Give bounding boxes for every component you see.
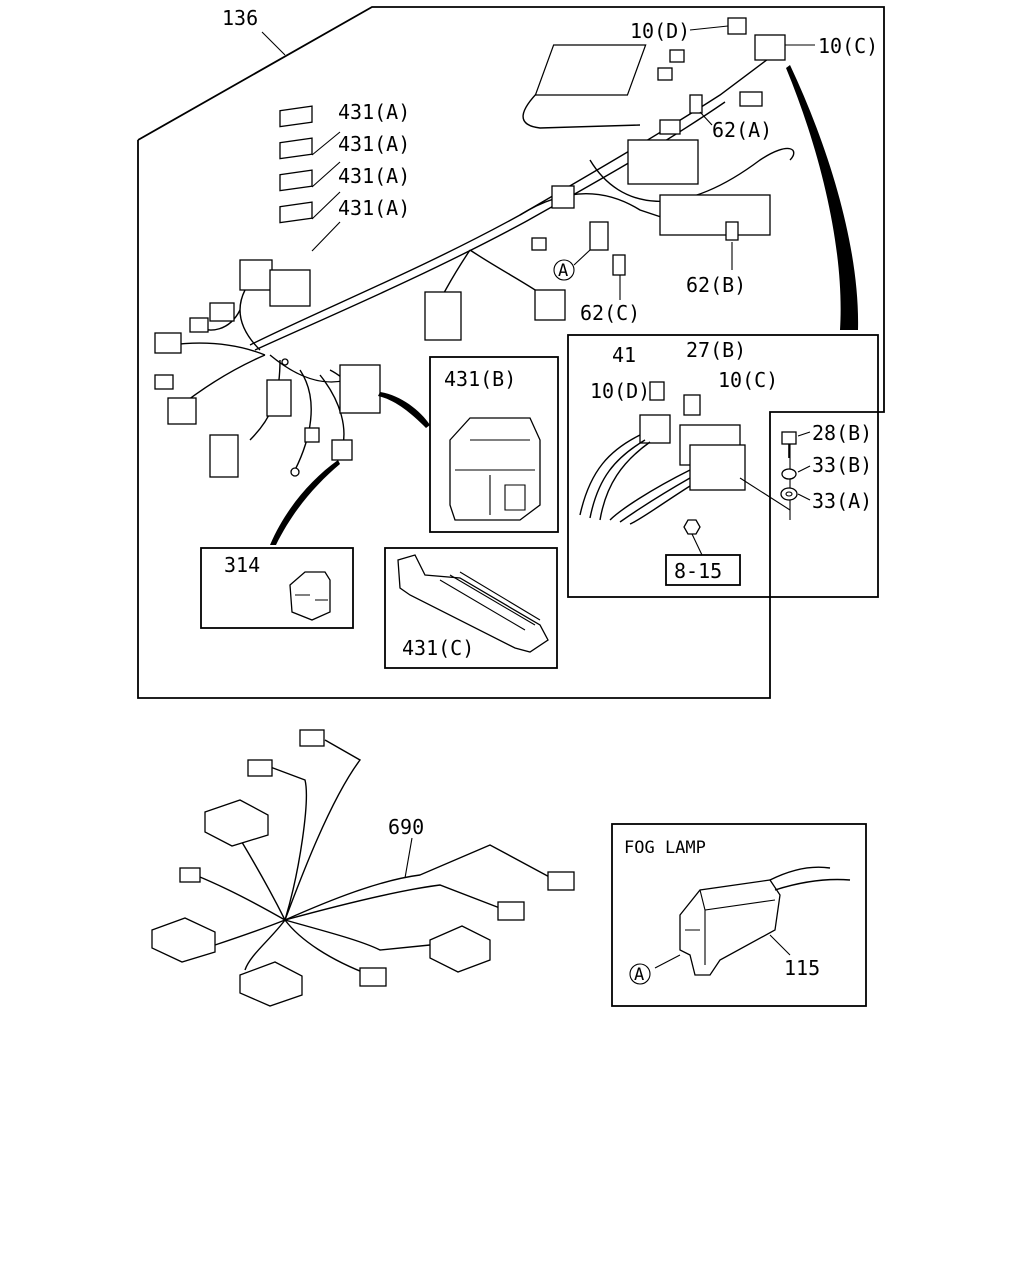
connectors-431a (279, 105, 341, 252)
label-10c-detail: 10(C) (718, 368, 778, 392)
label-115: 115 (784, 956, 820, 980)
fog-lamp-box (611, 823, 867, 1007)
label-8-15: 8-15 (674, 559, 722, 583)
label-431a-1: 431(A) (338, 100, 410, 124)
label-10d-detail: 10(D) (590, 379, 650, 403)
label-431c: 431(C) (402, 636, 474, 660)
label-431a-4: 431(A) (338, 196, 410, 220)
label-62a: 62(A) (712, 118, 772, 142)
label-136: 136 (222, 6, 258, 30)
label-62b: 62(B) (686, 273, 746, 297)
detail-box (567, 334, 879, 598)
label-ref-a-fog: A (634, 965, 644, 985)
label-10c-top: 10(C) (818, 34, 878, 58)
leader-swooshes (270, 65, 859, 545)
leader-lines-top (619, 25, 815, 300)
label-28b: 28(B) (812, 421, 872, 445)
label-41: 41 (612, 343, 636, 367)
label-10d-top: 10(D) (630, 19, 690, 43)
label-27b: 27(B) (686, 338, 746, 362)
label-33a: 33(A) (812, 489, 872, 513)
label-690: 690 (388, 815, 424, 839)
ref-a-callout-top (553, 249, 591, 281)
harness-connectors (154, 17, 786, 478)
harness-136-frame (137, 6, 885, 699)
label-431a-2: 431(A) (338, 132, 410, 156)
inset-314 (200, 547, 354, 629)
label-431b: 431(B) (444, 367, 516, 391)
label-ref-a-top: A (558, 261, 568, 281)
label-62c: 62(C) (580, 301, 640, 325)
hardware-parts (780, 431, 811, 501)
label-fog-lamp: FOG LAMP (624, 838, 706, 858)
inset-431b (429, 356, 559, 533)
label-314: 314 (224, 553, 260, 577)
harness-690 (151, 729, 575, 1007)
label-431a-3: 431(A) (338, 164, 410, 188)
inset-431c (384, 547, 558, 669)
label-33b: 33(B) (812, 453, 872, 477)
